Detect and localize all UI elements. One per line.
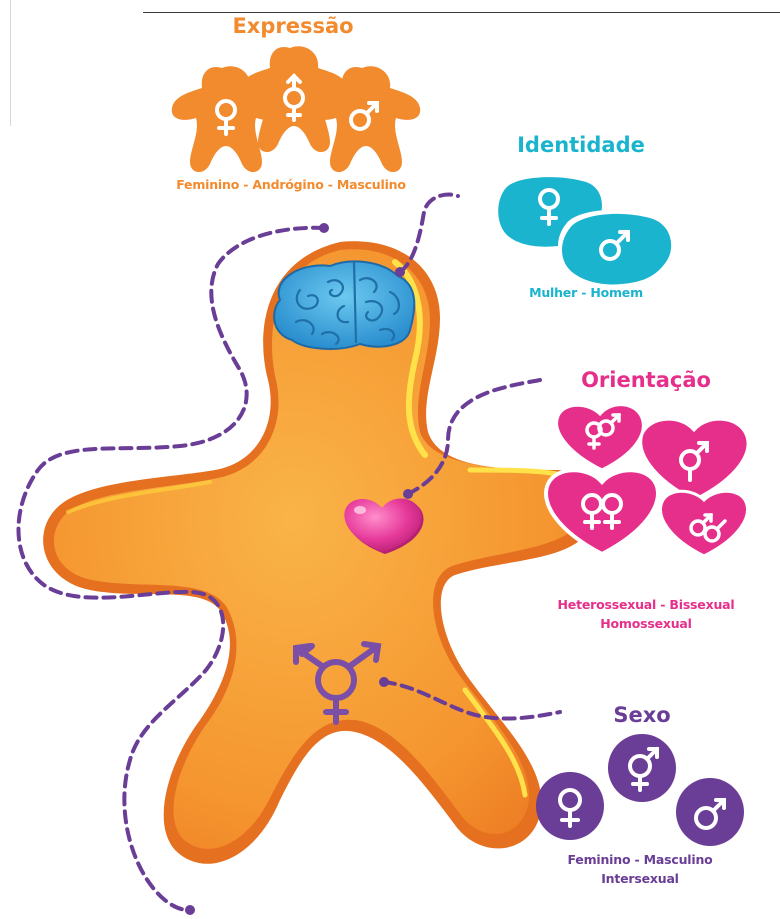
sex-male-circle-icon [676,778,744,846]
orientation-icons [546,405,748,556]
connector-endpoint-dot [379,677,389,687]
sex-subtitle-line1: Feminino - Masculino [540,852,740,867]
sex-title: Sexo [592,703,692,727]
expression-subtitle: Feminino - Andrógino - Masculino [146,177,436,192]
sex-intersex-circle-icon [608,734,676,802]
orientation-subtitle-line2: Homossexual [526,616,766,631]
sex-female-circle-icon [536,772,604,840]
connector-endpoint-dot [403,489,413,499]
brain-icon [274,261,414,349]
orientation-subtitle-line1: Heterossexual - Bissexual [526,597,766,612]
identity-subtitle: Mulher - Homem [496,285,676,300]
connector-endpoint-dot [319,223,329,233]
orientation-hetero-heart-icon [557,405,644,470]
connector-endpoint-dot [185,905,195,915]
sex-icons [536,734,744,846]
expression-title: Expressão [218,14,368,38]
identity-title: Identidade [506,133,656,157]
identity-icons [498,177,671,284]
orientation-gay-heart-icon [661,491,748,556]
expression-figures [172,46,420,172]
orientation-title: Orientação [566,368,726,392]
identity-male-icon [558,210,671,285]
connector-endpoint-dot [395,267,405,277]
sex-subtitle-line2: Intersexual [540,871,740,886]
